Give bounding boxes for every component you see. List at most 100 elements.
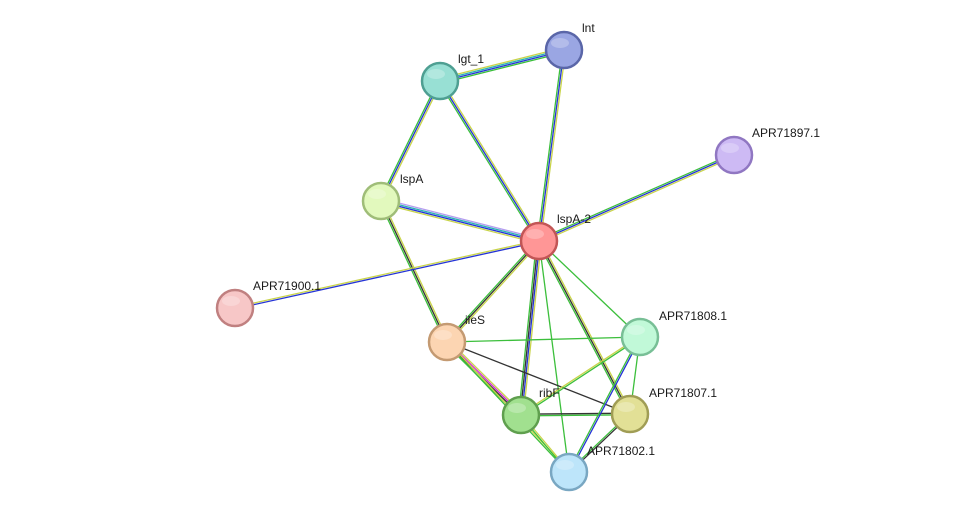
node-APR71807.1[interactable] bbox=[610, 394, 650, 434]
edge-ribF-APR71808.1[interactable] bbox=[520, 335, 641, 417]
node-label-APR71807.1: APR71807.1 bbox=[649, 386, 717, 400]
node-circle[interactable] bbox=[361, 181, 401, 221]
node-label-ileS: ileS bbox=[465, 313, 485, 327]
edge-evidence-line bbox=[381, 199, 540, 241]
node-highlight bbox=[556, 460, 574, 470]
node-ileS[interactable] bbox=[427, 322, 467, 362]
edge-evidence-line bbox=[439, 47, 564, 80]
edge-evidence-line bbox=[381, 200, 450, 342]
node-ribF[interactable] bbox=[501, 395, 541, 435]
node-highlight bbox=[368, 189, 386, 199]
node-label-lspA: lspA bbox=[400, 172, 423, 186]
node-circle[interactable] bbox=[501, 395, 541, 435]
edge-lspA-2-ribF[interactable] bbox=[517, 240, 543, 416]
node-highlight bbox=[721, 143, 739, 153]
node-highlight bbox=[551, 38, 569, 48]
edge-evidence-line bbox=[522, 241, 543, 416]
edge-evidence-line bbox=[378, 201, 447, 343]
node-label-ribF: ribF bbox=[539, 386, 560, 400]
edges-layer bbox=[234, 47, 735, 474]
node-lnt[interactable] bbox=[544, 30, 584, 70]
edge-lspA-lspA-2[interactable] bbox=[380, 198, 540, 244]
edge-lgt_1-lspA[interactable] bbox=[378, 80, 443, 202]
edge-evidence-line bbox=[378, 80, 440, 201]
edge-evidence-line bbox=[538, 152, 734, 241]
node-label-APR71808.1: APR71808.1 bbox=[659, 309, 727, 323]
edge-evidence-line bbox=[536, 49, 564, 241]
edge-lspA-ileS[interactable] bbox=[378, 200, 450, 343]
edge-APR71808.1-APR71802.1[interactable] bbox=[567, 336, 642, 473]
node-highlight bbox=[627, 325, 645, 335]
node-highlight bbox=[617, 402, 635, 412]
edge-evidence-line bbox=[521, 337, 641, 417]
node-APR71802.1[interactable] bbox=[549, 452, 589, 492]
edge-evidence-line bbox=[380, 202, 539, 244]
node-highlight bbox=[526, 229, 544, 239]
node-label-APR71900.1: APR71900.1 bbox=[253, 279, 321, 293]
edge-evidence-line bbox=[447, 241, 541, 344]
edge-evidence-line bbox=[521, 241, 541, 416]
edge-evidence-line bbox=[446, 336, 641, 343]
edge-evidence-line bbox=[235, 241, 540, 310]
edge-evidence-line bbox=[519, 240, 539, 415]
edge-evidence-line bbox=[445, 239, 539, 342]
edge-evidence-line bbox=[539, 155, 735, 244]
node-APR71897.1[interactable] bbox=[714, 135, 754, 175]
edge-evidence-line bbox=[234, 239, 539, 308]
node-label-APR71802.1: APR71802.1 bbox=[587, 444, 655, 458]
edge-evidence-line bbox=[520, 335, 640, 415]
node-label-lnt: lnt bbox=[582, 21, 595, 35]
edge-evidence-line bbox=[446, 240, 540, 343]
node-circle[interactable] bbox=[519, 221, 559, 261]
edge-lgt_1-lnt[interactable] bbox=[439, 47, 565, 84]
edge-evidence-line bbox=[538, 240, 631, 415]
node-APR71900.1[interactable] bbox=[215, 288, 255, 328]
node-circle[interactable] bbox=[427, 322, 467, 362]
edge-lspA-2-APR71808.1[interactable] bbox=[538, 240, 641, 338]
edge-evidence-line bbox=[381, 198, 540, 240]
nodes-layer bbox=[215, 30, 754, 492]
node-circle[interactable] bbox=[610, 394, 650, 434]
edge-evidence-line bbox=[538, 49, 565, 242]
edge-APR71897.1-lspA-2[interactable] bbox=[538, 152, 735, 244]
node-label-lgt_1: lgt_1 bbox=[458, 52, 484, 66]
node-circle[interactable] bbox=[714, 135, 754, 175]
edge-evidence-line bbox=[380, 200, 448, 343]
node-highlight bbox=[222, 296, 240, 306]
node-lspA[interactable] bbox=[361, 181, 401, 221]
edge-evidence-line bbox=[440, 50, 565, 83]
node-lspA-2[interactable] bbox=[519, 221, 559, 261]
node-circle[interactable] bbox=[544, 30, 584, 70]
edge-evidence-line bbox=[567, 336, 640, 472]
edge-evidence-line bbox=[439, 48, 564, 81]
edge-evidence-line bbox=[446, 341, 631, 415]
edge-evidence-line bbox=[539, 50, 567, 242]
node-label-lspA-2: lspA-2 bbox=[557, 212, 591, 226]
edge-lnt-lspA-2[interactable] bbox=[536, 49, 567, 242]
node-circle[interactable] bbox=[620, 317, 660, 357]
node-lgt_1[interactable] bbox=[420, 61, 460, 101]
edge-APR71900.1-lspA-2[interactable] bbox=[234, 239, 540, 310]
edge-lspA-2-ileS[interactable] bbox=[445, 239, 541, 344]
edge-lgt_1-lspA-2[interactable] bbox=[438, 79, 541, 243]
edge-ileS-APR71808.1[interactable] bbox=[446, 336, 641, 343]
edge-evidence-line bbox=[538, 154, 735, 242]
edge-evidence-line bbox=[440, 79, 541, 241]
node-circle[interactable] bbox=[549, 452, 589, 492]
edge-evidence-line bbox=[380, 201, 539, 243]
edge-evidence-line bbox=[538, 240, 641, 338]
edge-lspA-2-APR71802.1[interactable] bbox=[538, 240, 570, 473]
node-highlight bbox=[434, 330, 452, 340]
node-highlight bbox=[508, 403, 526, 413]
node-highlight bbox=[427, 69, 445, 79]
node-circle[interactable] bbox=[215, 288, 255, 328]
node-circle[interactable] bbox=[420, 61, 460, 101]
node-label-APR71897.1: APR71897.1 bbox=[752, 126, 820, 140]
edge-evidence-line bbox=[439, 80, 540, 242]
edge-evidence-line bbox=[438, 81, 539, 243]
node-APR71808.1[interactable] bbox=[620, 317, 660, 357]
edge-evidence-line bbox=[380, 80, 441, 202]
edge-ileS-APR71807.1[interactable] bbox=[446, 341, 631, 415]
